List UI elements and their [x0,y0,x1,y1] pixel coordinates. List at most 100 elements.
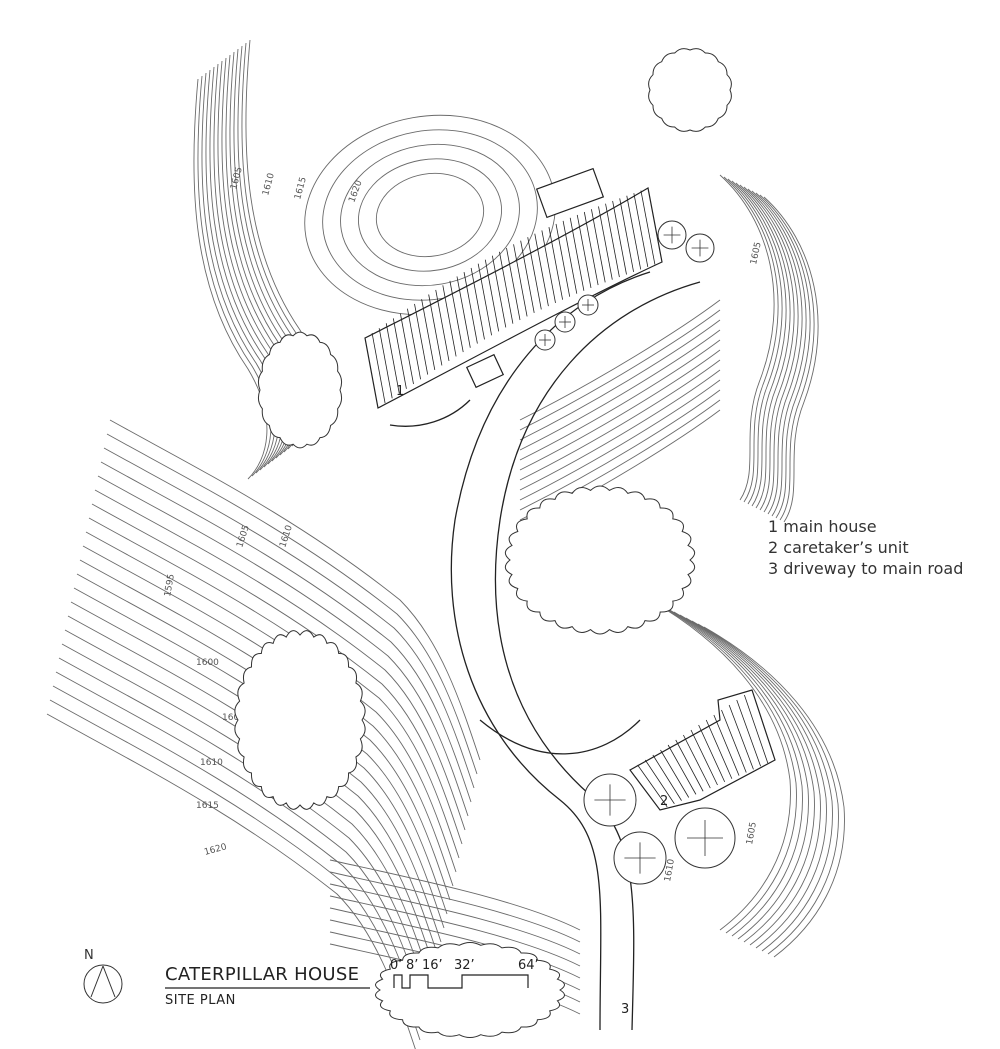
roof-rib [652,754,682,801]
contour-line [747,188,803,515]
roof-rib [660,749,690,798]
roof-rib [506,247,521,321]
roof-rib [690,729,718,786]
contour-line [703,626,845,958]
main-house-roof [364,187,663,409]
building-number-3: 3 [621,1002,629,1017]
contour-line [685,617,827,949]
contour-line [731,180,787,507]
roof-rib [385,323,400,394]
scale-label-32: 32’ [454,958,475,973]
contour-line [739,184,795,511]
roof-rib [583,211,599,286]
contour-line [519,309,721,431]
contour-line [375,172,485,258]
contour-label: 1600 [196,658,219,668]
building-number-2: 2 [660,794,668,809]
driveway-edge-outer [494,281,701,1031]
roof-rib [569,217,585,291]
roof-rib [555,223,571,297]
contour-line [519,389,721,511]
roof-rib [470,267,485,340]
main-house-entry [465,353,505,389]
scale-label-64: 64’ [518,958,539,973]
contour-label: 1595 [163,573,177,597]
roof-rib [435,289,450,361]
contour-line [340,143,520,287]
roof-rib [414,303,429,375]
roof-rib [463,272,478,344]
contour-line [519,319,721,441]
main-house-roof-ribs [371,190,656,404]
roof-rib [728,704,754,770]
roof-rib [513,244,528,317]
contour-line [519,339,721,461]
roof-rib [698,724,726,783]
contour-label: 1605 [749,241,764,265]
roof-rib [520,240,535,313]
contour-line [55,671,427,1013]
caretaker-roof [629,689,776,811]
contour-line [519,359,721,481]
roof-rib [477,263,492,336]
roof-rib [449,280,464,353]
contour-line [673,611,815,943]
roof-rib [407,308,421,380]
contour-line [91,503,463,845]
roof-rib [534,233,549,307]
specimen-trees [534,220,736,885]
roof-rib [562,220,578,294]
caretaker-unit: 2 [629,689,776,811]
contour-line [519,329,721,451]
contour-line [329,883,581,955]
north-label: N [84,948,94,963]
roof-rib [456,276,471,348]
contour-line [329,895,581,967]
contour-line [763,196,819,523]
roof-rib [442,285,457,357]
legend-item: 1 main house [768,517,877,536]
main-house: 1 [364,167,663,409]
drawing-title: CATERPILLAR HOUSE [165,964,360,985]
tree-canopy [504,485,696,635]
roof-rib [378,328,393,399]
contour-line [109,419,481,761]
contour-line [61,643,433,985]
roof-rib [683,734,711,789]
contour-line [106,433,478,775]
contour-label: 1605 [745,821,759,845]
contour-line [649,599,791,931]
contour-line [329,871,581,943]
contour-line [751,190,807,517]
roof-rib [548,227,563,300]
roof-rib [667,744,697,795]
contour-line [667,608,809,940]
contour-line [357,158,503,272]
main-house-terrace [535,167,605,219]
contour-line [329,907,581,979]
roof-rib [644,759,675,804]
roof-rib [605,203,620,278]
contour-line [100,461,472,803]
contour-line [205,69,280,471]
scale-label-16: 16’ [422,958,443,973]
roof-rib [371,333,386,404]
contour-label: 1610 [200,758,223,768]
contour-line [519,299,721,421]
roof-rib [392,318,407,389]
contour-label: 1610 [261,172,277,197]
walkway-main-house [389,399,471,427]
tree-canopy [375,941,565,1039]
roof-rib [713,714,740,776]
legend: 1 main house 2 caretaker’s unit 3 drivew… [768,516,963,579]
contour-line [201,72,276,474]
contour-line [723,176,779,503]
roof-rib [743,694,769,764]
contour-line [661,605,803,937]
contour-label: 1610 [663,858,677,883]
contour-line [329,859,581,931]
contour-line [58,657,430,999]
contour-line [49,699,421,1041]
contour-label: 1610 [278,524,295,549]
contour-line [743,186,799,513]
